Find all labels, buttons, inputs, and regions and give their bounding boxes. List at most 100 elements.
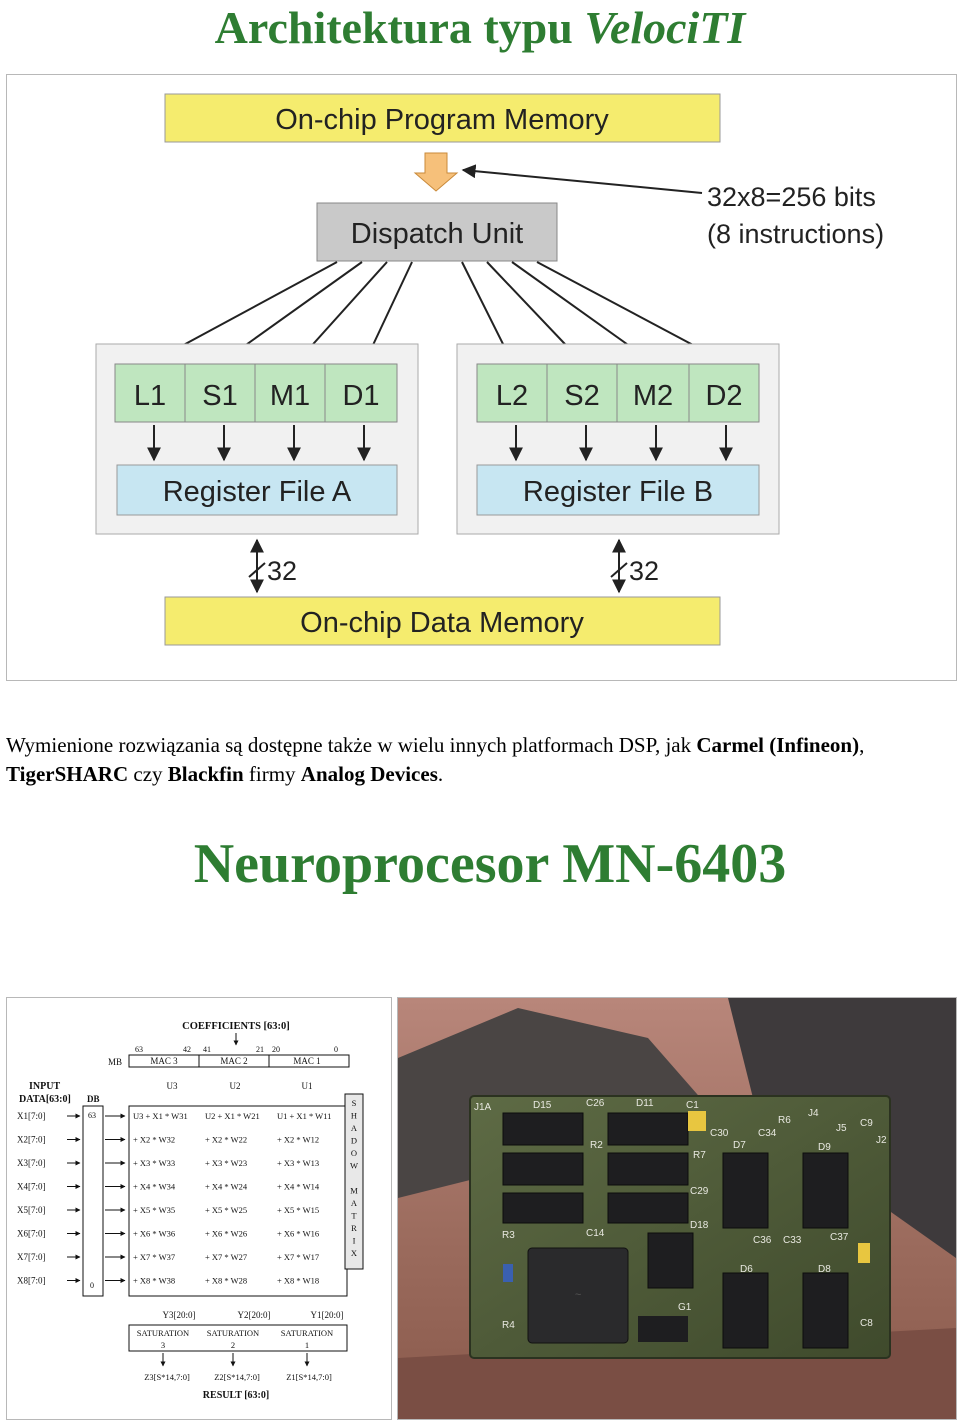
title-part-italic: VelociTI — [584, 2, 746, 53]
mac-term-col1: + X3 * W13 — [277, 1158, 319, 1168]
shadow-matrix-letter: X — [351, 1248, 357, 1258]
architecture-svg: On-chip Program Memory 32x8=256 bits (8 … — [95, 93, 884, 646]
mac-term-col3: + X8 * W38 — [133, 1276, 175, 1286]
shadow-matrix-letter: M — [350, 1186, 358, 1196]
saturation-2-number: 2 — [231, 1340, 235, 1350]
mac-term-col2: + X3 * W23 — [205, 1158, 247, 1168]
fetch-note-line1: 32x8=256 bits — [707, 182, 876, 212]
input-label-line1: INPUT — [29, 1081, 60, 1092]
saturation-1-number: 1 — [305, 1340, 309, 1350]
z2-output: Z2[S*14,7:0] — [214, 1372, 260, 1382]
shadow-matrix-box — [344, 1093, 364, 1270]
shadow-matrix-letter: W — [350, 1161, 358, 1171]
board-photo-svg: ~ J1A D15 C26 D11 C1 R6 J4 J5 C9 J2 C30 … — [398, 998, 956, 1419]
register-file-b-label: Register File B — [523, 476, 713, 508]
mac-term-col2: + X6 * W26 — [205, 1229, 247, 1239]
label-r3: R3 — [502, 1230, 515, 1241]
mac-term-col2: + X5 * W25 — [205, 1205, 247, 1215]
mac-term-col1: + X8 * W18 — [277, 1276, 319, 1286]
mac-term-col3: + X3 * W33 — [133, 1158, 175, 1168]
page-title-architecture: Architektura typu VelociTI — [0, 0, 960, 56]
unit-d1-box — [324, 363, 398, 423]
fetch-down-arrow-icon — [413, 152, 459, 192]
mac-term-col2: + X7 * W27 — [205, 1252, 247, 1262]
shadow-matrix-letter: D — [351, 1136, 357, 1146]
bus-a-width: 32 — [267, 556, 297, 586]
label-c26: C26 — [586, 1098, 605, 1109]
x-input-label: X4[7:0] — [17, 1182, 46, 1192]
mac-term-col2: + X8 * W28 — [205, 1276, 247, 1286]
side-a-units: L1 S1 M1 D1 — [114, 363, 398, 423]
unit-m1-box — [254, 363, 326, 423]
label-d11: D11 — [636, 1098, 654, 1109]
para-text-1: Wymienione rozwiązania są dostępne także… — [6, 733, 697, 757]
label-r4: R4 — [502, 1320, 515, 1331]
x-input-label: X5[7:0] — [17, 1205, 46, 1215]
unit-u3-label: U3 — [167, 1081, 178, 1091]
velociti-architecture-diagram: On-chip Program Memory 32x8=256 bits (8 … — [6, 74, 957, 681]
label-d6: D6 — [740, 1264, 753, 1275]
mac-term-col3: + X4 * W34 — [133, 1182, 176, 1192]
z3-output: Z3[S*14,7:0] — [144, 1372, 190, 1382]
mac-term-col1: + X5 * W15 — [277, 1205, 319, 1215]
shadow-matrix-letter: T — [351, 1211, 357, 1221]
bus-b-width: 32 — [629, 556, 659, 586]
mn6403-board-photo: ~ J1A D15 C26 D11 C1 R6 J4 J5 C9 J2 C30 … — [397, 997, 957, 1420]
shadow-matrix-letter: A — [351, 1198, 358, 1208]
input-label-line2: DATA[63:0] — [19, 1094, 71, 1105]
saturation-3-label: SATURATION — [137, 1328, 189, 1338]
mac-term-col1: + X4 * W14 — [277, 1182, 320, 1192]
x-input-label: X7[7:0] — [17, 1252, 46, 1262]
saturation-box — [128, 1324, 348, 1352]
label-c33: C33 — [783, 1235, 802, 1246]
label-c34: C34 — [758, 1128, 777, 1139]
mac-term-col1: + X6 * W16 — [277, 1229, 319, 1239]
x-input-label: X6[7:0] — [17, 1229, 46, 1239]
bit-63: 63 — [135, 1045, 143, 1054]
label-d15: D15 — [533, 1100, 552, 1111]
side-b-unit-arrows — [509, 425, 733, 462]
label-g1: G1 — [678, 1302, 692, 1313]
unit-m1-label: M1 — [270, 380, 310, 412]
label-d18: D18 — [690, 1220, 709, 1231]
shadow-matrix-letter: I — [353, 1236, 356, 1246]
mac-term-col3: U3 + X1 * W31 — [133, 1111, 188, 1121]
mn6403-diagram-svg: COEFFICIENTS [63:0] 63 42 41 21 20 0 MB … — [17, 1021, 364, 1401]
db-register-box — [82, 1105, 104, 1297]
unit-s1-label: S1 — [202, 380, 237, 412]
label-c37: C37 — [830, 1232, 849, 1243]
y1-output: Y1[20:0] — [311, 1310, 344, 1320]
label-j4: J4 — [808, 1108, 819, 1119]
para-bold-carmel: Carmel (Infineon) — [696, 733, 860, 757]
x-input-label: X8[7:0] — [17, 1276, 46, 1286]
mac-register-box — [128, 1054, 350, 1068]
data-memory-label: On-chip Data Memory — [300, 607, 584, 639]
label-d7: D7 — [733, 1140, 746, 1151]
side-b-units: L2 S2 M2 D2 — [476, 363, 760, 423]
fetch-note-line2: (8 instructions) — [707, 219, 884, 249]
x-input-label: X2[7:0] — [17, 1135, 46, 1145]
x-input-label: X3[7:0] — [17, 1158, 46, 1168]
para-bold-analog-devices: Analog Devices — [300, 762, 438, 786]
unit-l2-label: L2 — [496, 380, 528, 412]
z1-output: Z1[S*14,7:0] — [286, 1372, 332, 1382]
shadow-matrix-letter: S — [352, 1098, 357, 1108]
saturation-2-label: SATURATION — [207, 1328, 259, 1338]
neuroprocessor-chip — [527, 1247, 629, 1344]
unit-u2-label: U2 — [230, 1081, 241, 1091]
label-j1a: J1A — [474, 1102, 492, 1113]
label-r2: R2 — [590, 1140, 603, 1151]
small-chip — [638, 1316, 688, 1342]
data-memory-box — [164, 596, 721, 646]
mac-term-col2: + X2 * W22 — [205, 1135, 247, 1145]
para-text-5: . — [437, 762, 444, 786]
db-bottom-bit: 0 — [90, 1281, 94, 1290]
mac-term-col1: U1 + X1 * W11 — [277, 1111, 331, 1121]
label-d9: D9 — [818, 1142, 831, 1153]
memory-chips — [502, 1112, 849, 1349]
label-c1: C1 — [686, 1100, 699, 1111]
register-file-a-label: Register File A — [163, 476, 352, 508]
para-text-2: , — [859, 733, 865, 757]
mac-term-col1: + X7 * W17 — [277, 1252, 319, 1262]
